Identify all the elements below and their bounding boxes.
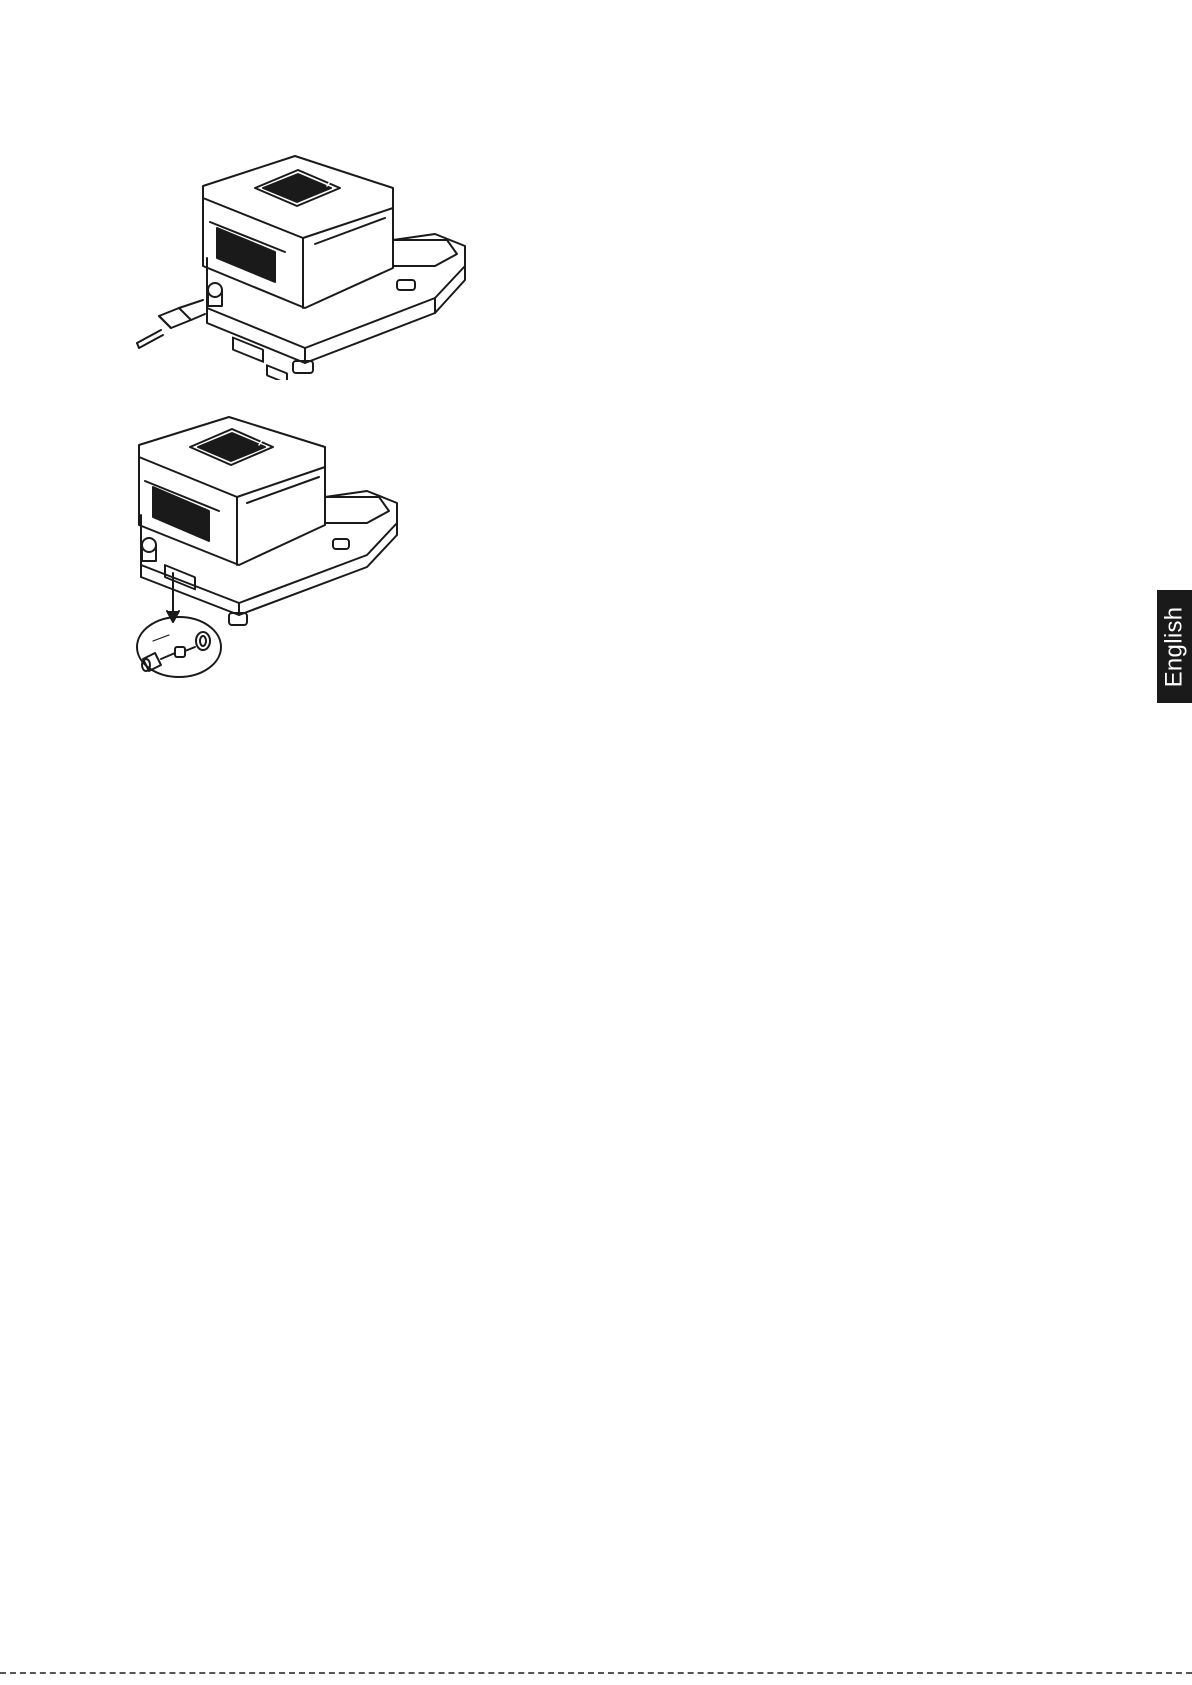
moisture-analyzer-power-icon xyxy=(135,148,475,380)
language-tab-label: English xyxy=(1161,606,1189,687)
fuse-removal-illustration xyxy=(135,415,415,725)
language-tab: English xyxy=(1157,590,1192,703)
footer-rule xyxy=(0,1672,1192,1674)
moisture-analyzer-fuse-icon xyxy=(135,415,415,725)
power-cable-illustration xyxy=(135,148,475,380)
